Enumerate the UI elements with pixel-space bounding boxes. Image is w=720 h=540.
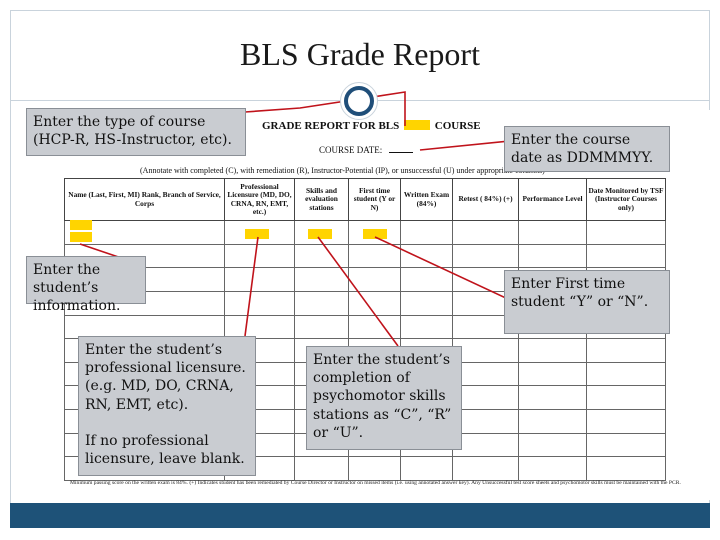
table-cell [452, 338, 519, 363]
table-cell [400, 220, 453, 245]
slide-title: BLS Grade Report [240, 36, 480, 72]
table-cell [586, 409, 666, 434]
table-cell [348, 456, 401, 481]
skills-highlight [308, 229, 332, 239]
form-title-left: GRADE REPORT FOR BLS [262, 120, 400, 132]
form-title: GRADE REPORT FOR BLS COURSE [262, 120, 481, 132]
table-cell [400, 456, 453, 481]
table-cell [452, 220, 519, 245]
table-cell [348, 267, 401, 292]
callout-licensure: Enter the student’s professional licensu… [78, 336, 256, 476]
first-time-highlight [363, 229, 387, 239]
column-header: Performance Level [518, 178, 587, 221]
table-row [64, 243, 666, 269]
table-cell [224, 243, 295, 269]
table-cell [518, 338, 587, 363]
table-cell [452, 361, 519, 387]
table-cell [348, 243, 401, 269]
callout-course-type: Enter the type of course (HCP-R, HS-Inst… [26, 108, 246, 156]
table-cell [294, 243, 349, 269]
callout-licensure-note: If no professional licensure, leave blan… [85, 432, 245, 467]
column-header: Name (Last, First, MI) Rank, Branch of S… [64, 178, 225, 221]
course-date-blank [388, 152, 413, 153]
table-cell [400, 314, 453, 340]
callout-skills: Enter the student’s completion of psycho… [306, 346, 462, 450]
table-cell [452, 243, 519, 269]
table-cell [64, 314, 225, 340]
callout-first-time: Enter First time student “Y” or “N”. [504, 270, 670, 334]
footer-bar [10, 503, 710, 528]
callout-skills-text: Enter the student’s completion of psycho… [313, 352, 452, 441]
table-cell [518, 243, 587, 269]
table-cell [586, 385, 666, 410]
table-cell [224, 290, 295, 316]
table-cell [518, 385, 587, 410]
table-cell [294, 314, 349, 340]
table-cell [294, 290, 349, 316]
annotate-note: (Annotate with completed (C), with remed… [140, 166, 545, 175]
callout-first-time-text: Enter First time student “Y” or “N”. [511, 276, 649, 311]
table-cell [518, 220, 587, 245]
table-cell [518, 409, 587, 434]
licensure-highlight [245, 229, 269, 239]
column-header: Professional Licensure (MD, DO, CRNA, RN… [224, 178, 295, 221]
callout-course-type-text: Enter the type of course (HCP-R, HS-Inst… [33, 114, 232, 149]
table-cell [586, 361, 666, 387]
title-ornament-ring [344, 86, 374, 116]
table-cell [518, 456, 587, 481]
table-cell [518, 361, 587, 387]
column-header: Skills and evaluation stations [294, 178, 349, 221]
column-header: Retest ( 84%) (+) [452, 178, 519, 221]
table-cell [400, 243, 453, 269]
table-cell [400, 290, 453, 316]
column-header: First time student (Y or N) [348, 178, 401, 221]
table-cell [224, 267, 295, 292]
table-cell [400, 267, 453, 292]
callout-student-info-text: Enter the student’s information. [33, 262, 121, 315]
table-cell [452, 409, 519, 434]
table-cell [294, 456, 349, 481]
name-highlight-bottom [70, 232, 92, 242]
callout-course-date-text: Enter the course date as DDMMMYY. [511, 132, 654, 167]
table-cell [586, 338, 666, 363]
table-cell [348, 290, 401, 316]
course-date-label: COURSE DATE: [319, 145, 383, 155]
table-cell [518, 432, 587, 458]
callout-course-date: Enter the course date as DDMMMYY. [504, 126, 670, 172]
callout-student-info: Enter the student’s information. [26, 256, 146, 314]
table-cell [294, 267, 349, 292]
table-cell [452, 432, 519, 458]
form-title-right: COURSE [434, 120, 481, 132]
table-cell [586, 456, 666, 481]
table-cell [452, 456, 519, 481]
callout-licensure-text: Enter the student’s professional licensu… [85, 342, 246, 413]
column-header: Date Monitored by TSF (Instructor Course… [586, 178, 666, 221]
table-cell [452, 385, 519, 410]
table-cell [586, 432, 666, 458]
form-footnote: Minimum passing score on the written exa… [70, 480, 681, 486]
table-header-row: Name (Last, First, MI) Rank, Branch of S… [64, 178, 666, 221]
table-cell [586, 220, 666, 245]
table-cell [586, 243, 666, 269]
name-highlight-top [70, 220, 92, 230]
column-header: Written Exam (84%) [400, 178, 453, 221]
table-cell [348, 314, 401, 340]
course-type-blank [404, 120, 430, 130]
course-date-field: COURSE DATE: [319, 145, 413, 155]
